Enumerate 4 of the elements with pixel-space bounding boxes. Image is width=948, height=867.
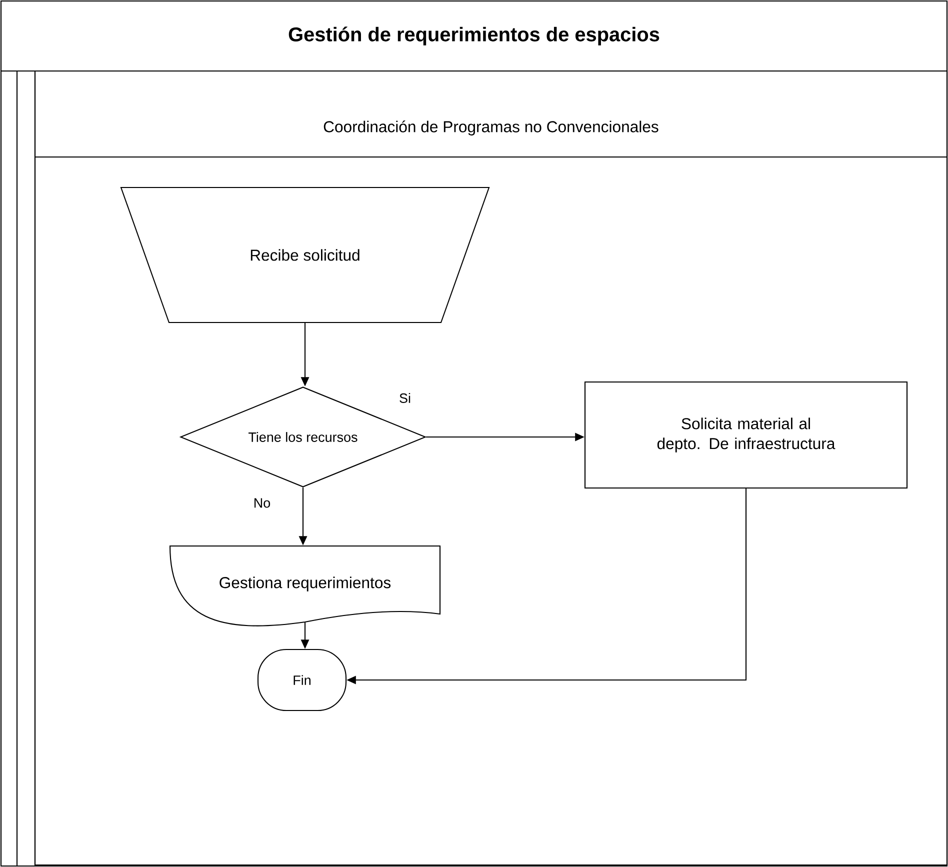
edge-label: Si xyxy=(398,392,412,404)
manual-input-trapezoid: Recibe solicitud xyxy=(120,186,490,324)
edge-label: No xyxy=(252,497,272,509)
process-box: Solicita material al depto. De infraestructura xyxy=(584,381,908,489)
